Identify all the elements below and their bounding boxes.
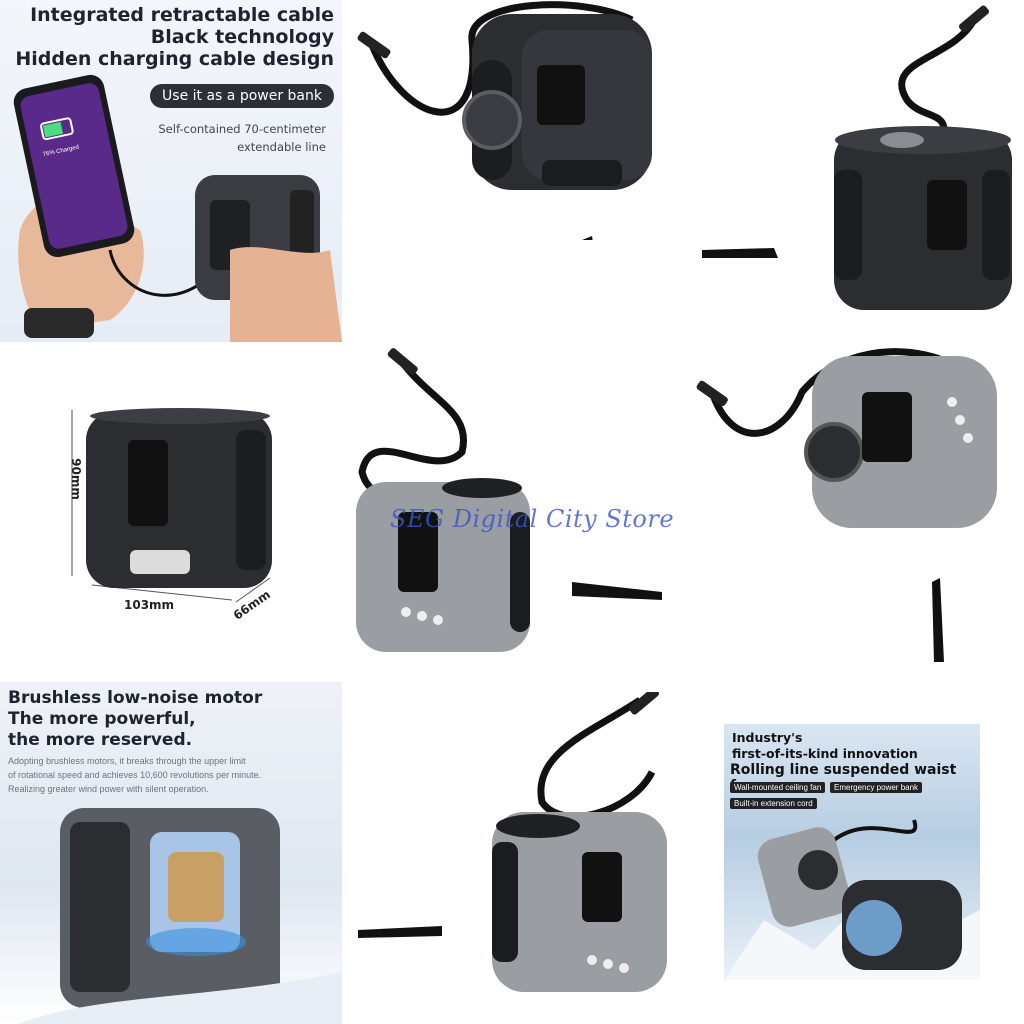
motor-description-line-2: of rotational speed and achieves 10,600 … xyxy=(8,770,262,780)
innovation-title-line-1: Industry's xyxy=(732,730,803,745)
motor-headline-line-3: the more reserved. xyxy=(8,730,193,750)
motor-headline-line-1: Brushless low-noise motor xyxy=(8,688,263,708)
headline-line-3: Hidden charging cable design xyxy=(15,48,334,70)
silver-fan-front-view xyxy=(356,348,662,652)
motor-panel: Brushless low-noise motor The more power… xyxy=(0,682,342,1024)
dark-fan-side-view xyxy=(357,1,652,240)
dark-fan-front-view xyxy=(702,5,1012,310)
width-dimension: 103mm xyxy=(124,598,175,612)
motor-description-line-3: Realizing greater wind power with silent… xyxy=(8,784,209,794)
silver-fan-bottom-view xyxy=(358,692,667,992)
motor-headline: Brushless low-noise motor The more power… xyxy=(8,688,262,751)
store-watermark: SEG Digital City Store xyxy=(390,505,675,533)
headline-line-2: Black technology xyxy=(150,26,334,48)
chip-power-bank: Emergency power bank xyxy=(830,782,923,793)
headline-line-1: Integrated retractable cable xyxy=(30,4,334,26)
motor-description: Adopting brushless motors, it breaks thr… xyxy=(8,754,261,796)
cable-length-text: Self-contained 70-centimeter extendable … xyxy=(158,120,326,156)
chip-wall-mounted: Wall-mounted ceiling fan xyxy=(730,782,826,793)
innovation-panel: Industry's first-of-its-kind innovation … xyxy=(724,724,980,980)
fan-scene-illustration xyxy=(724,819,980,980)
innovation-title: Industry's first-of-its-kind innovation xyxy=(732,730,918,762)
silver-fan-side-view xyxy=(696,348,997,662)
cable-length-line-1: Self-contained 70-centimeter xyxy=(158,122,326,136)
motor-headline-line-2: The more powerful, xyxy=(8,709,196,729)
height-dimension: 90mm xyxy=(68,458,83,500)
motor-description-line-1: Adopting brushless motors, it breaks thr… xyxy=(8,756,246,766)
dimension-drawing xyxy=(71,408,272,603)
panel1-headline: Integrated retractable cable Black techn… xyxy=(15,4,334,70)
power-bank-pill: Use it as a power bank xyxy=(150,84,334,108)
power-bank-panel: Integrated retractable cable Black techn… xyxy=(0,0,342,342)
chip-extension-cord: Built-in extension cord xyxy=(730,798,817,809)
motor-cutaway-illustration xyxy=(18,808,342,1024)
phone-and-fan-illustration: 76% Charged xyxy=(13,74,342,342)
cable-length-line-2: extendable line xyxy=(237,140,326,154)
innovation-title-line-2: first-of-its-kind innovation xyxy=(732,746,918,761)
